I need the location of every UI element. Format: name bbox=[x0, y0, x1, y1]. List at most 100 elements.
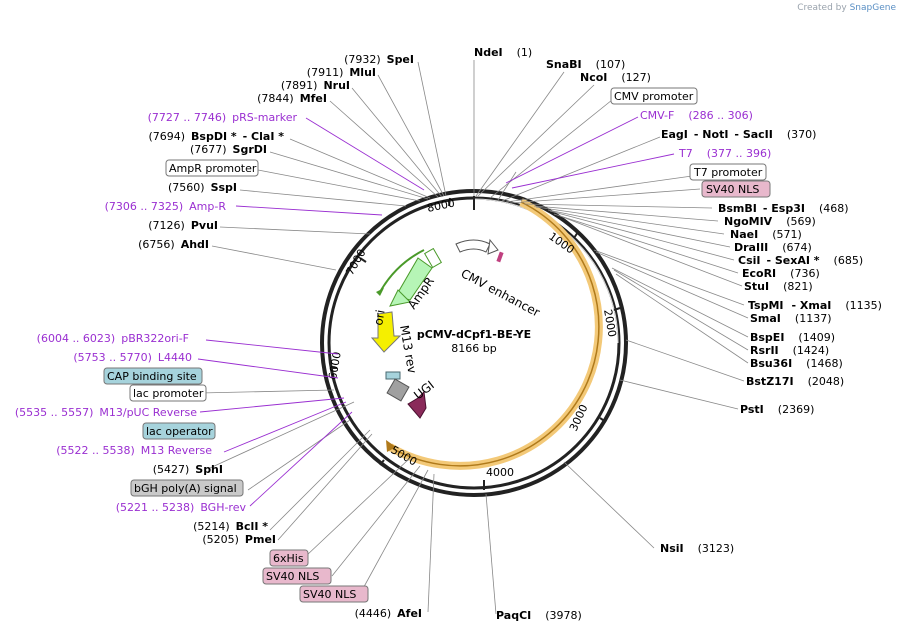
site-bcli: BclI * bbox=[236, 520, 269, 533]
site-paqci: PaqCI bbox=[496, 609, 531, 622]
svg-text:(6004 .. 6023)pBR322ori-F: (6004 .. 6023)pBR322ori-F bbox=[37, 332, 189, 345]
ugi-shape bbox=[407, 390, 427, 419]
site-mfei: MfeI bbox=[300, 92, 327, 105]
site-nrui-pos: (7891) bbox=[281, 79, 318, 92]
site-bspdi: BspDI * bbox=[191, 130, 237, 143]
svg-text:NdeI(1): NdeI (1) bbox=[474, 46, 532, 59]
site-naei-pos: (571) bbox=[772, 228, 802, 241]
site-bcli-pos: (5214) bbox=[193, 520, 230, 533]
snapgene-watermark: Created by SnapGene bbox=[797, 3, 896, 13]
label-sv40-nls-right: SV40 NLS bbox=[706, 183, 759, 196]
primer-l4440: L4440 bbox=[158, 351, 192, 364]
site-mlui: MluI bbox=[349, 66, 376, 79]
svg-text:(5205)PmeI: (5205)PmeI bbox=[202, 533, 276, 546]
site-sgrdi-pos: (7677) bbox=[190, 143, 227, 156]
site-naei: NaeI bbox=[730, 228, 758, 241]
svg-text:(7677)SgrDI: (7677)SgrDI bbox=[190, 143, 267, 156]
site-ahdi: AhdI bbox=[181, 238, 209, 251]
site-nsii: NsiI bbox=[660, 542, 684, 555]
svg-text:EcoRI(736): EcoRI(736) bbox=[742, 267, 820, 280]
svg-text:TspMI- XmaI(1135): TspMI- XmaI(1135) bbox=[748, 299, 882, 312]
site-tspmi-pos: (1135) bbox=[845, 299, 882, 312]
site-ngomiv-pos: (569) bbox=[786, 215, 816, 228]
left-labels: (7932)SpeI (7911)MluI (7891)NruI (7844)M… bbox=[15, 53, 422, 620]
site-ngomiv: NgoMIV bbox=[724, 215, 773, 228]
svg-text:CsiI- SexAI *(685): CsiI- SexAI *(685) bbox=[738, 254, 863, 267]
primer-l4440-pos: (5753 .. 5770) bbox=[73, 351, 152, 364]
site-sacii: - SacII bbox=[734, 128, 772, 141]
primer-bgh-rev: BGH-rev bbox=[200, 501, 246, 514]
label-cap-binding-site: CAP binding site bbox=[107, 370, 197, 383]
dcpf1-arrow-head bbox=[386, 440, 396, 452]
site-sphi: SphI bbox=[195, 463, 223, 476]
right-labels: NdeI(1) SnaBI(107) NcoI(127) CMV promote… bbox=[474, 46, 882, 622]
site-ahdi-pos: (6756) bbox=[138, 238, 175, 251]
svg-text:(7891)NruI: (7891)NruI bbox=[281, 79, 350, 92]
site-bspdi-pos: (7694) bbox=[148, 130, 185, 143]
box-sv40-nls-left-1 bbox=[262, 567, 332, 585]
ampr-outer-arc bbox=[379, 249, 425, 293]
tick-label-6000: 6000 bbox=[326, 351, 344, 381]
primer-t7: T7 bbox=[678, 147, 693, 160]
box-6xhis bbox=[269, 549, 309, 567]
primer-amp-r-pos: (7306 .. 7325) bbox=[105, 200, 184, 213]
primer-cmv-f-pos: (286 .. 306) bbox=[688, 109, 753, 122]
label-bgh-polya: bGH poly(A) signal bbox=[134, 482, 237, 495]
site-bsmbi: BsmBI bbox=[718, 202, 757, 215]
site-spei: SpeI bbox=[387, 53, 414, 66]
box-sv40-nls-right bbox=[701, 180, 771, 198]
cmv-enhancer-arrow bbox=[487, 238, 499, 255]
tick-5000 bbox=[379, 459, 385, 466]
cmv-enhancer-label: CMV enhancer bbox=[459, 266, 543, 319]
site-snabi-pos: (107) bbox=[596, 58, 626, 71]
site-bstz17i: BstZ17I bbox=[746, 375, 794, 388]
svg-text:DraIII(674): DraIII(674) bbox=[734, 241, 812, 254]
right-primer-lines bbox=[505, 116, 675, 189]
tick-label-4000: 4000 bbox=[486, 466, 514, 479]
site-snabi: SnaBI bbox=[546, 58, 582, 71]
label-sv40-nls-left-2: SV40 NLS bbox=[303, 588, 356, 601]
tick-label-2000: 2000 bbox=[601, 308, 619, 338]
box-bgh-polya bbox=[130, 479, 244, 497]
box-lac-operator bbox=[142, 422, 216, 440]
site-stui-pos: (821) bbox=[783, 280, 813, 293]
site-mfei-pos: (7844) bbox=[257, 92, 294, 105]
site-ncoi-pos: (127) bbox=[621, 71, 651, 84]
svg-text:NcoI(127): NcoI (127) bbox=[580, 71, 651, 84]
ampr-shape bbox=[395, 257, 433, 301]
primer-cmv-f: CMV-F bbox=[640, 109, 674, 122]
site-rsrii-pos: (1424) bbox=[793, 344, 830, 357]
site-ncoi: NcoI bbox=[580, 71, 607, 84]
site-spei-pos: (7932) bbox=[344, 53, 381, 66]
box-lac-promoter bbox=[129, 384, 207, 402]
svg-text:NsiI(3123): NsiI (3123) bbox=[660, 542, 734, 555]
inner-guide-arc bbox=[473, 198, 619, 344]
site-ecori-pos: (736) bbox=[790, 267, 820, 280]
site-bstz17i-pos: (2048) bbox=[808, 375, 845, 388]
svg-text:(7560)SspI: (7560)SspI bbox=[168, 181, 237, 194]
box-cmv-promoter bbox=[610, 87, 698, 105]
primer-pbr322ori-f: pBR322ori-F bbox=[121, 332, 189, 345]
site-pmei-pos: (5205) bbox=[202, 533, 239, 546]
site-sspi: SspI bbox=[211, 181, 237, 194]
site-tspmi: TspMI bbox=[748, 299, 784, 312]
label-lac-operator: lac operator bbox=[146, 425, 213, 438]
ampr-promoter-mark bbox=[423, 247, 443, 269]
site-bspei: BspEI bbox=[750, 331, 784, 344]
svg-text:BsmBI- Esp3I(468): BsmBI- Esp3I(468) bbox=[718, 202, 849, 215]
site-ndei-pos: (1) bbox=[517, 46, 533, 59]
box-ampr-promoter bbox=[165, 159, 259, 177]
site-afei: AfeI bbox=[397, 607, 422, 620]
label-ampr-promoter: AmpR promoter bbox=[169, 162, 257, 175]
site-clai: - ClaI * bbox=[243, 130, 285, 143]
primer-t7-pos: (377 .. 396) bbox=[707, 147, 772, 160]
svg-text:(5214)BclI *: (5214) BclI * bbox=[193, 520, 268, 533]
site-draiii-pos: (674) bbox=[782, 241, 812, 254]
tick-1000 bbox=[573, 231, 579, 239]
site-nsii-pos: (3123) bbox=[698, 542, 735, 555]
site-stui: StuI bbox=[744, 280, 769, 293]
site-eagi-pos: (370) bbox=[787, 128, 817, 141]
svg-text:NaeI(571): NaeI (571) bbox=[730, 228, 802, 241]
site-ndei: NdeI bbox=[474, 46, 503, 59]
primer-m13puc: M13/pUC Reverse bbox=[99, 406, 197, 419]
